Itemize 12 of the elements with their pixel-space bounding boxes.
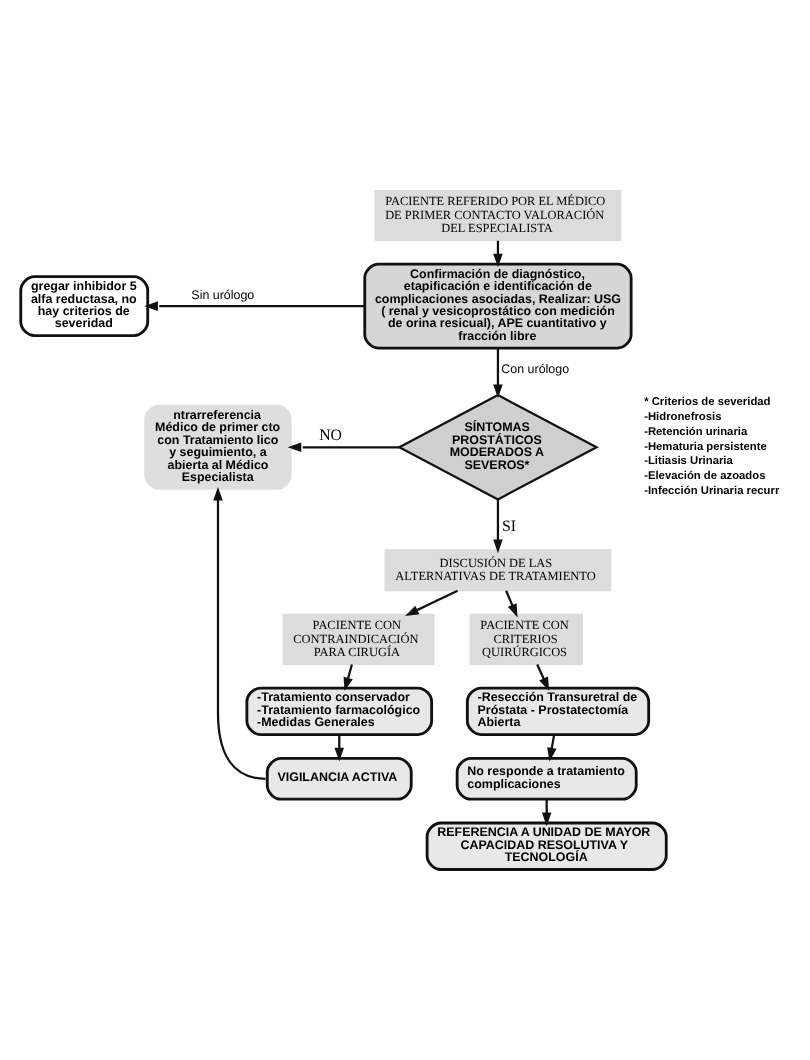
arrow — [144, 301, 365, 311]
arrow — [536, 664, 550, 691]
arrow — [213, 486, 266, 780]
arrow — [405, 589, 459, 616]
arrow — [547, 734, 557, 762]
arrow — [343, 664, 353, 692]
arrow — [493, 348, 503, 399]
arrow — [287, 442, 400, 453]
arrow — [505, 590, 518, 618]
edge-label: SI — [501, 517, 516, 536]
edge-label: NO — [319, 426, 343, 445]
arrow — [493, 499, 503, 554]
